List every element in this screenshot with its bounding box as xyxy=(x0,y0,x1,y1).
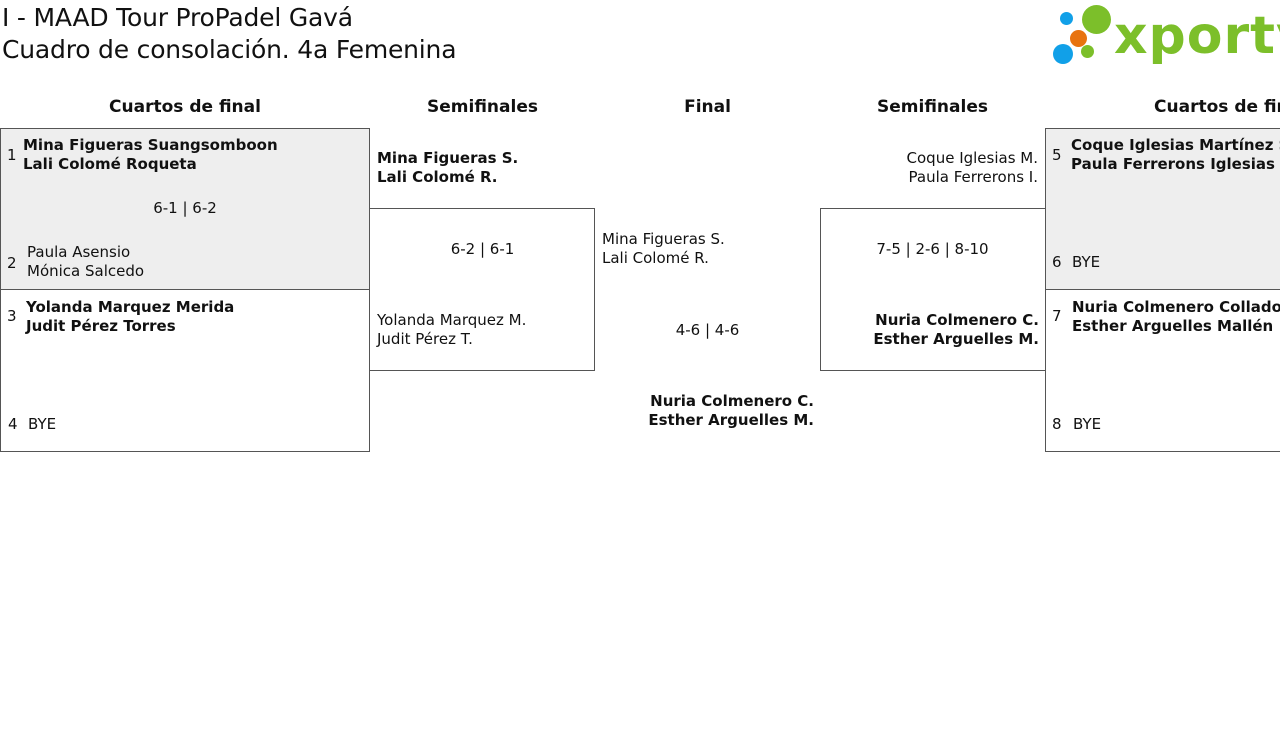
round-header-right-sf: Semifinales xyxy=(877,97,988,117)
logo-text: xporty xyxy=(1114,6,1280,66)
page-title: I - MAAD Tour ProPadel Gavá xyxy=(2,3,353,32)
team-player-name: Paula Ferrerons I. xyxy=(908,168,1039,186)
seed-number: 5 xyxy=(1052,146,1062,164)
match-box-left-sf xyxy=(369,208,595,371)
team-player-name: Mina Figueras Suangsomboon xyxy=(23,136,278,154)
page-subtitle: Cuadro de consolación. 4a Femenina xyxy=(2,35,457,64)
team-player-name: Yolanda Marquez M. xyxy=(377,311,527,329)
team-player-name: Mina Figueras S. xyxy=(377,149,519,167)
seed-number: 2 xyxy=(7,254,17,272)
match-box-left-qf-1 xyxy=(0,128,370,290)
match-score: 7-5 | 2-6 | 8-10 xyxy=(876,240,989,258)
team-player-name: Coque Iglesias Martínez Sori xyxy=(1071,136,1280,154)
match-score: 6-1 | 6-2 xyxy=(153,199,217,217)
seed-number: 3 xyxy=(7,307,17,325)
match-box-right-qf-2 xyxy=(1045,289,1280,452)
team-player-name: Mónica Salcedo xyxy=(27,262,145,280)
team-player-name: Mina Figueras S. xyxy=(602,230,725,248)
team-player-name: Nuria Colmenero C. xyxy=(875,311,1039,329)
seed-number: 4 xyxy=(8,415,18,433)
team-player-name: Nuria Colmenero C. xyxy=(650,392,814,410)
round-header-left-qf: Cuartos de final xyxy=(109,97,261,117)
bye-label: BYE xyxy=(28,415,57,433)
xporty-logo[interactable]: xporty xyxy=(1052,4,1280,68)
team-player-name: Paula Asensio xyxy=(27,243,131,261)
bye-label: BYE xyxy=(1073,415,1102,433)
round-header-right-qf: Cuartos de final xyxy=(1154,97,1280,117)
seed-number: 7 xyxy=(1052,307,1062,325)
team-player-name: Yolanda Marquez Merida xyxy=(26,298,235,316)
logo-dots-icon xyxy=(1052,4,1112,66)
team-player-name: Lali Colomé R. xyxy=(602,249,709,267)
team-player-name: Esther Arguelles M. xyxy=(873,330,1039,348)
match-box-right-sf xyxy=(820,208,1046,371)
bye-label: BYE xyxy=(1072,253,1101,271)
team-player-name: Lali Colomé Roqueta xyxy=(23,155,197,173)
round-header-left-sf: Semifinales xyxy=(427,97,538,117)
team-player-name: Esther Arguelles M. xyxy=(648,411,814,429)
round-header-final: Final xyxy=(684,97,731,117)
seed-number: 1 xyxy=(7,146,17,164)
team-player-name: Lali Colomé R. xyxy=(377,168,498,186)
team-player-name: Coque Iglesias M. xyxy=(906,149,1038,167)
team-player-name: Nuria Colmenero Collado xyxy=(1072,298,1280,316)
team-player-name: Paula Ferrerons Iglesias xyxy=(1071,155,1275,173)
seed-number: 8 xyxy=(1052,415,1062,433)
seed-number: 6 xyxy=(1052,253,1062,271)
match-score: 4-6 | 4-6 xyxy=(675,321,740,339)
team-player-name: Judit Pérez Torres xyxy=(26,317,176,335)
team-player-name: Esther Arguelles Mallén xyxy=(1072,317,1274,335)
match-score: 6-2 | 6-1 xyxy=(450,240,515,258)
team-player-name: Judit Pérez T. xyxy=(377,330,473,348)
